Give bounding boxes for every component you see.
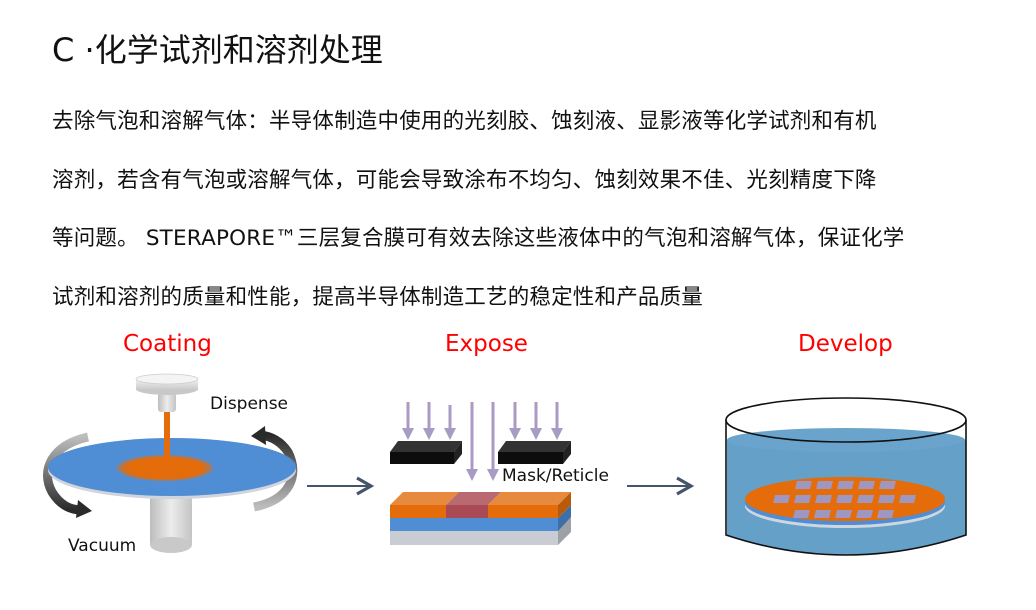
coating-illustration: Dispense Vacuum — [43, 373, 298, 556]
developer-bath-icon — [725, 397, 967, 556]
step-label-coating: Coating — [123, 331, 212, 357]
paragraph-line: 去除气泡和溶解气体：半导体制造中使用的光刻胶、蚀刻液、显影液等化学试剂和有机 — [52, 109, 877, 134]
mask-reticle-icon — [390, 441, 571, 464]
dispense-label: Dispense — [210, 394, 288, 414]
page-title: C ·化学试剂和溶剂处理 — [52, 31, 383, 69]
vacuum-label: Vacuum — [68, 536, 136, 556]
rotation-arrow-right-icon — [251, 426, 298, 512]
rotation-arrow-left-icon — [43, 432, 92, 518]
develop-illustration — [725, 397, 967, 556]
step-label-expose: Expose — [445, 331, 528, 357]
paragraph-line: 试剂和溶剂的质量和性能，提高半导体制造工艺的稳定性和产品质量 — [52, 284, 704, 310]
mask-reticle-label: Mask/Reticle — [502, 466, 609, 486]
description-paragraph: 去除气泡和溶解气体：半导体制造中使用的光刻胶、蚀刻液、显影液等化学试剂和有机 溶… — [52, 93, 1032, 327]
paragraph-line: 溶剂，若含有气泡或溶解气体，可能会导致涂布不均匀、蚀刻效果不佳、光刻精度下降 — [52, 167, 877, 193]
wafer-icon — [48, 438, 296, 499]
paragraph-line: 等问题。 STERAPORE™三层复合膜可有效去除这些液体中的气泡和溶解气体，保… — [52, 226, 905, 251]
die-pattern — [773, 481, 916, 518]
dispense-nozzle-icon — [135, 373, 199, 462]
light-rays-icon — [402, 402, 563, 481]
step-label-develop: Develop — [798, 331, 893, 357]
expose-illustration: Mask/Reticle — [390, 402, 609, 545]
photoresist-puddle — [117, 455, 213, 481]
wafer-stack-icon — [390, 492, 571, 545]
